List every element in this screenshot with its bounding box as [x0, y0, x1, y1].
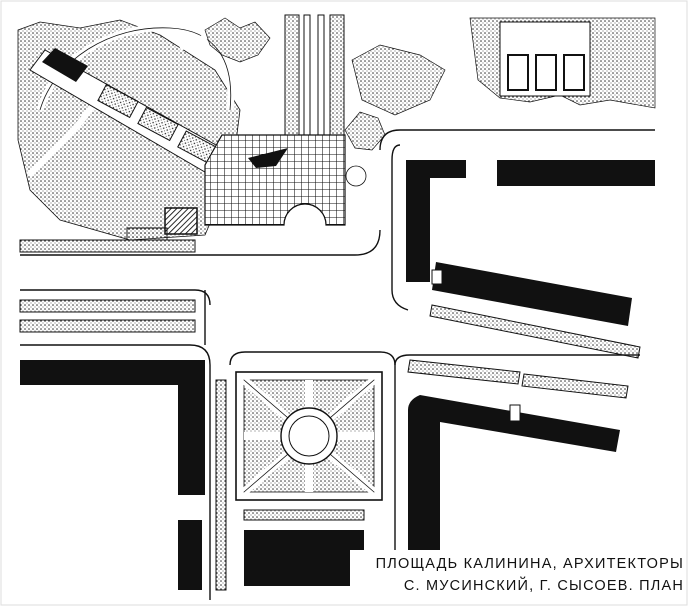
building-west-south	[178, 520, 202, 590]
tree-clusters	[204, 17, 446, 187]
building-east-top	[497, 160, 655, 186]
building-southeast	[408, 395, 620, 560]
pavilion-block	[42, 48, 88, 82]
monument	[248, 148, 288, 168]
caption-line-1: ПЛОЩАДЬ КАЛИНИНА, АРХИТЕКТОРЫ	[375, 556, 684, 572]
building-east-long	[432, 262, 632, 326]
building-east-corner	[406, 160, 466, 282]
park-northwest	[17, 18, 270, 241]
block-northeast	[469, 17, 656, 109]
building-south	[244, 530, 364, 586]
north-boulevard	[284, 14, 345, 136]
grid-plaza	[204, 134, 346, 226]
caption-line-2: С. МУСИНСКИЙ, Г. СЫСОЕВ. ПЛАН	[403, 578, 684, 594]
building-west-corner	[20, 360, 205, 495]
central-square	[235, 371, 383, 501]
plan-caption: ПЛОЩАДЬ КАЛИНИНА, АРХИТЕКТОРЫ С. МУСИНСК…	[350, 550, 684, 602]
hatched-building	[164, 207, 198, 235]
